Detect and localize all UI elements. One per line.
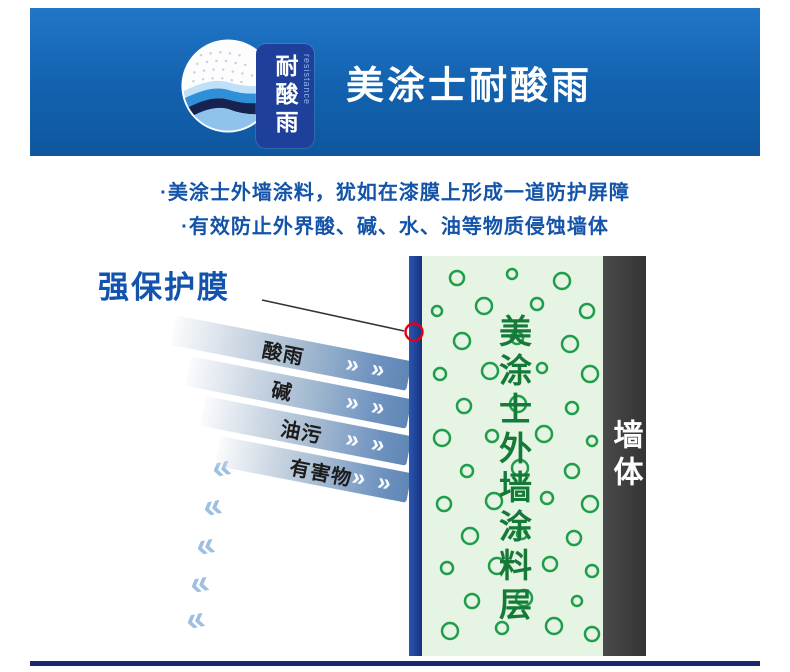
bar-label: 碱 (269, 379, 295, 405)
protective-film-strip (409, 256, 422, 656)
description-block: ·美涂士外墙涂料，犹如在漆膜上形成一道防护屏障 ·有效防止外界酸、碱、水、油等物… (0, 176, 790, 244)
chevron-right-icon: » » (343, 349, 391, 385)
chevron-left-icon: « (182, 598, 209, 640)
coating-layer-panel: 美涂士外墙涂料层 (422, 256, 603, 656)
chevron-left-icon: « (199, 485, 226, 527)
resistance-badge: 耐酸雨 resistance (256, 44, 314, 148)
bullet-line-1: ·美涂士外墙涂料，犹如在漆膜上形成一道防护屏障 (160, 182, 630, 204)
bar-label: 有害物 (287, 456, 354, 491)
bullet-line-2: ·有效防止外界酸、碱、水、油等物质侵蚀墙体 (181, 216, 609, 238)
protective-film-label: 强保护膜 (98, 270, 230, 305)
bar-label: 油污 (278, 417, 325, 448)
header-banner: 耐酸雨 resistance 美涂士耐酸雨 (30, 8, 760, 156)
badge-label: 耐酸雨 (272, 54, 298, 138)
paint-film-icon (180, 38, 276, 134)
pointer-line (261, 299, 405, 332)
badge-side-label: resistance (302, 54, 312, 106)
chevron-right-icon: » » (343, 424, 391, 460)
wall-label: 墙体 (608, 419, 642, 493)
bottom-divider (30, 661, 760, 666)
paint-film-icon-svg (181, 39, 275, 133)
chevron-right-icon: » » (343, 387, 391, 423)
bubble-pattern (430, 267, 601, 643)
chevron-right-icon: » » (349, 463, 397, 498)
chevron-left-icon: « (192, 524, 219, 566)
coating-layer-label: 美涂士外墙涂料层 (494, 314, 532, 626)
bar-label: 酸雨 (260, 339, 306, 369)
page-title: 美涂士耐酸雨 (346, 65, 593, 108)
wall-panel: 墙体 (603, 256, 646, 656)
